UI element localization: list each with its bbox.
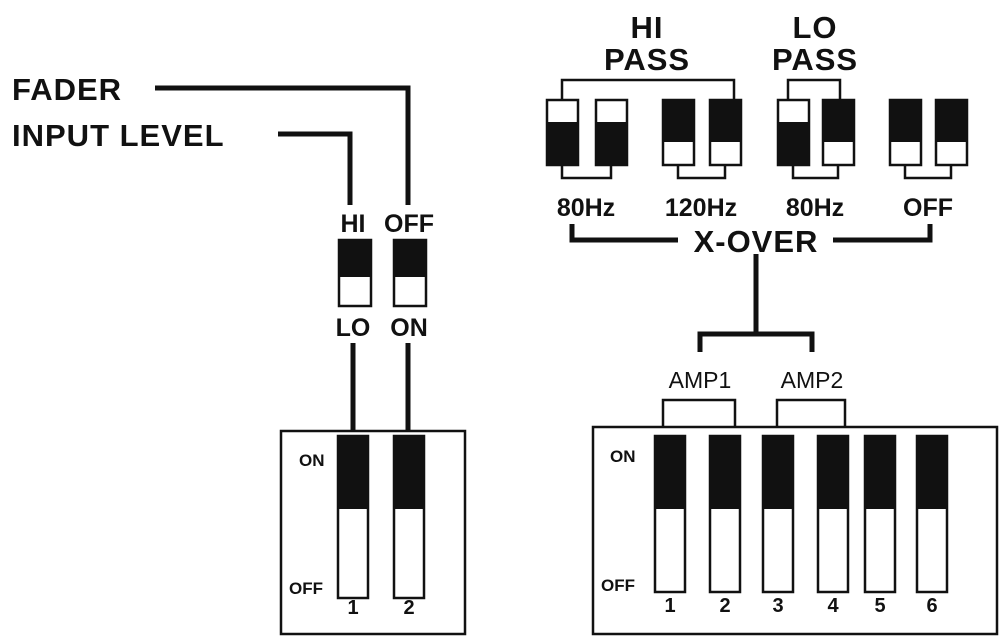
right-dip-switch-6[interactable] — [915, 434, 949, 594]
right-dip-switch-2[interactable] — [708, 434, 742, 594]
xover-pair-120hz[interactable] — [661, 98, 743, 167]
right-dip-number-5: 5 — [874, 595, 885, 617]
right-dip-switch-5[interactable] — [863, 434, 897, 594]
left-dip-switch-1[interactable] — [336, 434, 370, 600]
pair-brackets — [560, 165, 953, 180]
left-dip-off-label: OFF — [289, 579, 323, 598]
amp1-label: AMP1 — [669, 367, 732, 393]
right-dip-on-label: ON — [610, 447, 636, 466]
fader-on-label: ON — [390, 314, 428, 342]
xover-pair-off[interactable] — [888, 98, 969, 167]
right-dip-switch-4[interactable] — [816, 434, 850, 594]
lo-pass-bracket — [786, 78, 842, 100]
amp-brackets — [661, 398, 847, 427]
right-dip-switch-3[interactable] — [761, 434, 795, 594]
input-level-lo-label: LO — [336, 314, 371, 342]
xover-label: X-OVER — [694, 224, 819, 259]
left-dip-housing — [279, 429, 467, 636]
fader-line — [155, 85, 411, 205]
pair-label-80hz-lo: 80Hz — [786, 194, 844, 222]
right-dip-number-1: 1 — [664, 595, 675, 617]
right-dip-off-label: OFF — [601, 576, 635, 595]
left-dip-number-2: 2 — [403, 597, 414, 619]
left-dip-switch-2[interactable] — [392, 434, 426, 600]
amp2-label: AMP2 — [781, 367, 844, 393]
pass-group-brackets — [560, 78, 842, 100]
left-connector-lines — [155, 85, 411, 432]
right-dip-number-3: 3 — [772, 595, 783, 617]
input-level-label: INPUT LEVEL — [12, 118, 225, 153]
pair-label-80hz-hi: 80Hz — [557, 194, 615, 222]
xover-pair-80hz-lo[interactable] — [776, 98, 856, 167]
xover-lines — [569, 224, 933, 352]
pair-label-120hz: 120Hz — [665, 194, 737, 222]
pair-label-off: OFF — [903, 194, 953, 222]
hi-pass-label-line1: HI — [631, 10, 664, 45]
xover-pair-80hz-hi[interactable] — [545, 98, 629, 167]
right-dip-switch-1[interactable] — [653, 434, 687, 594]
input-level-hi-label: HI — [341, 210, 366, 238]
left-dip-on-label: ON — [299, 451, 325, 470]
fader-label: FADER — [12, 72, 122, 107]
right-dip-number-6: 6 — [926, 595, 937, 617]
hi-pass-bracket — [560, 78, 736, 100]
right-dip-number-4: 4 — [827, 595, 839, 617]
right-dip-number-2: 2 — [719, 595, 730, 617]
fader-legend-switch[interactable] — [392, 238, 428, 308]
lo-pass-label-line1: LO — [792, 10, 837, 45]
input-level-line — [278, 131, 353, 205]
hi-pass-label-line2: PASS — [604, 42, 690, 77]
lo-pass-label-line2: PASS — [772, 42, 858, 77]
input-level-legend-switch[interactable] — [337, 238, 373, 308]
left-dip-number-1: 1 — [347, 597, 358, 619]
fader-off-label: OFF — [384, 210, 434, 238]
